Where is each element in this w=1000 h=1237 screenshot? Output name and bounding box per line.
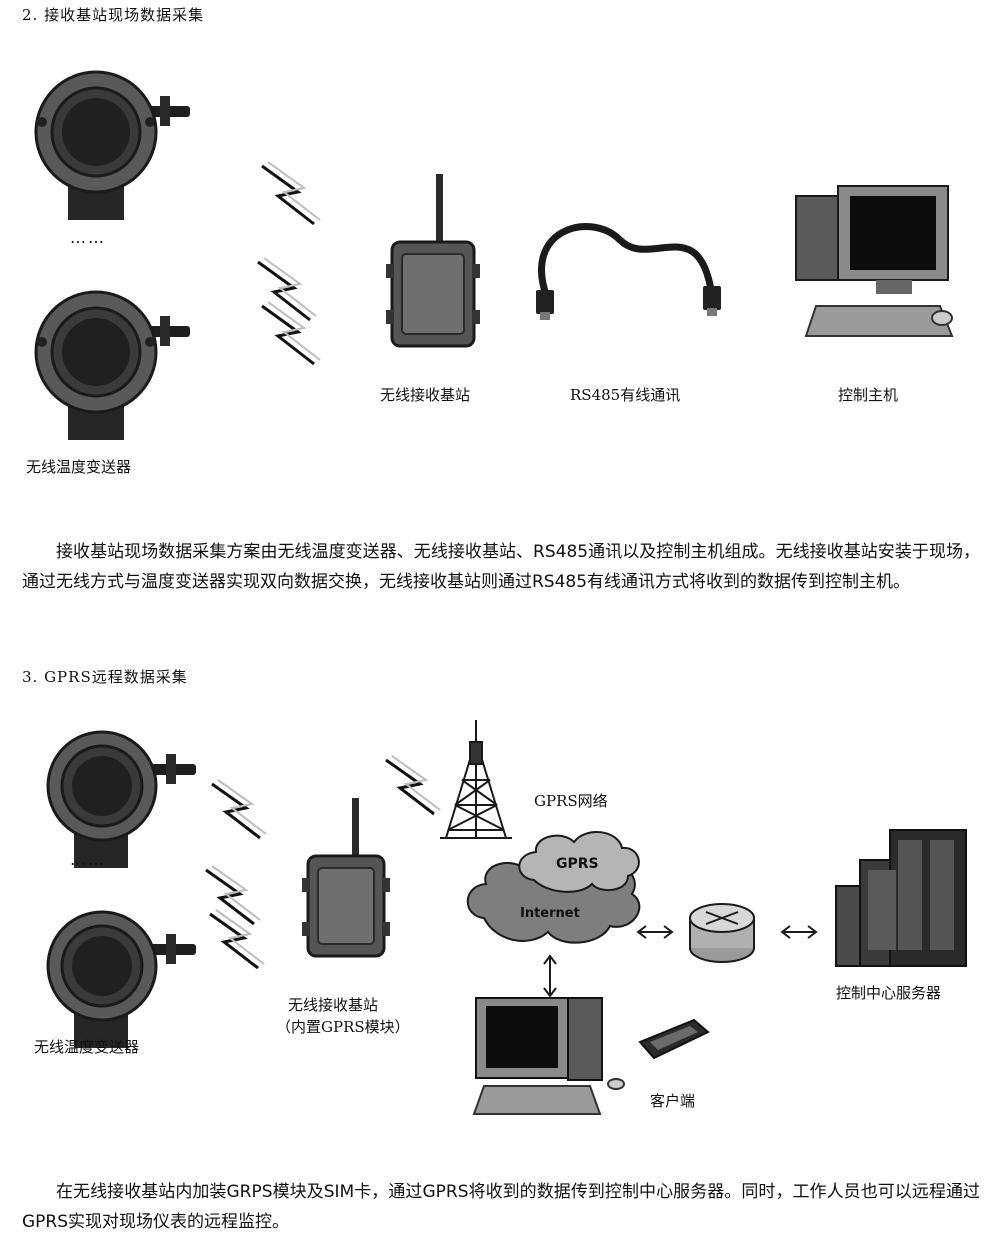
gprs-network-label: GPRS网络	[534, 792, 608, 810]
rs485-cable	[536, 223, 721, 320]
control-host-label: 控制主机	[838, 386, 899, 404]
control-center-servers	[835, 829, 967, 967]
section-2-heading: 2. 接收基站现场数据采集	[22, 6, 205, 24]
rs485-label: RS485有线通讯	[570, 386, 681, 404]
temperature-transmitter-3	[46, 730, 198, 870]
arrow-router-server	[780, 925, 818, 939]
arrow-cloud-client	[543, 954, 557, 998]
wireless-signal-to-tower	[384, 754, 442, 816]
temperature-transmitter-2	[34, 290, 192, 442]
base-station-label: 无线接收基站	[380, 386, 471, 404]
transmitter-label-3: 无线温度变送器	[34, 1038, 140, 1056]
wireless-signal-1	[260, 160, 322, 226]
gprs-base-station	[302, 798, 390, 958]
wireless-signal-6	[208, 908, 266, 970]
gprs-cloud-label: GPRS	[556, 856, 599, 872]
client-label: 客户端	[650, 1092, 696, 1110]
internet-cloud-label: Internet	[520, 906, 580, 921]
section-2-diagram	[34, 70, 954, 442]
router-icon	[689, 903, 755, 963]
client-mobile-phone	[638, 1018, 710, 1060]
transmitter-ellipsis-3: ……	[70, 850, 106, 869]
section-3-heading: 3. GPRS远程数据采集	[22, 668, 188, 686]
arrow-cloud-router	[636, 925, 674, 939]
gprs-tower-icon	[440, 720, 512, 839]
wireless-signal-4	[210, 778, 268, 840]
section-3-diagram	[46, 720, 967, 1115]
control-host-computer	[795, 185, 954, 337]
server-label: 控制中心服务器	[836, 984, 942, 1002]
temperature-transmitter-4	[46, 910, 198, 1050]
gprs-base-station-sublabel: （内置GPRS模块）	[276, 1018, 410, 1036]
transmitter-label: 无线温度变送器	[26, 458, 132, 476]
transmitter-ellipsis: ……	[70, 228, 106, 247]
gprs-base-station-label: 无线接收基站	[288, 996, 379, 1014]
gprs-cloud	[518, 830, 640, 893]
client-computer	[472, 997, 625, 1115]
wireless-base-station	[384, 172, 482, 348]
section-3-paragraph: 在无线接收基站内加装GRPS模块及SIM卡，通过GPRS将收到的数据传到控制中心…	[22, 1182, 980, 1232]
section-2-paragraph: 接收基站现场数据采集方案由无线温度变送器、无线接收基站、RS485通讯以及控制主…	[22, 542, 980, 592]
temperature-transmitter-1	[34, 70, 192, 222]
